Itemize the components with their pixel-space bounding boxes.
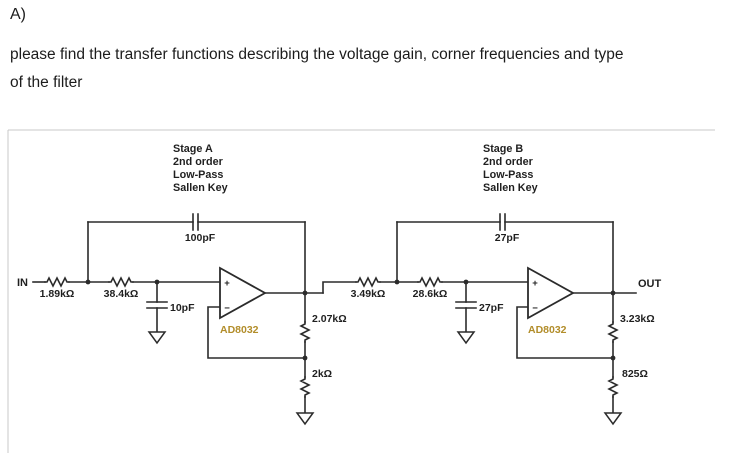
stage-a-feedback-cap-label: 100pF	[185, 232, 216, 244]
ground-symbol-a-divider	[295, 412, 315, 426]
stage-b-title-line1: Stage B	[483, 143, 523, 155]
stage-a-title-line2: 2nd order	[173, 156, 224, 168]
stage-b-title: Stage B 2nd order Low-Pass Sallen Key	[483, 143, 538, 194]
stage-a-title: Stage A 2nd order Low-Pass Sallen Key	[173, 143, 228, 194]
stage-a-opamp-label: AD8032	[220, 324, 259, 336]
section-label: A)	[10, 6, 26, 23]
diagram-frame	[7, 129, 715, 453]
resistor-symbol-b-r1	[355, 276, 381, 288]
resistor-symbol-b-fbbottom	[607, 376, 619, 398]
ground-symbol-b-divider	[603, 412, 623, 426]
resistor-symbol-a-fbtop	[299, 321, 311, 343]
stage-a-title-line1: Stage A	[173, 143, 213, 155]
stage-b-shunt-cap-label: 27pF	[479, 302, 504, 314]
output-label: OUT	[638, 278, 662, 290]
stage-b-feedback-cap-label: 27pF	[495, 232, 520, 244]
opamp-a-symbol: + −	[219, 266, 267, 320]
stage-b-title-line3: Low-Pass	[483, 169, 533, 181]
stage-b-title-line4: Sallen Key	[483, 182, 538, 194]
stage-a-shunt-cap-label: 10pF	[170, 302, 195, 314]
prompt-text: please find the transfer functions descr…	[10, 41, 722, 97]
stage-a-title-line4: Sallen Key	[173, 182, 228, 194]
resistor-symbol-b-r2	[417, 276, 443, 288]
opamp-a-plus-sign: +	[224, 278, 230, 289]
stage-b-fbbottom-resistor-label: 825Ω	[622, 368, 648, 380]
stage-a-r1-label: 1.89kΩ	[40, 288, 75, 300]
stage-a-fbbottom-resistor-label: 2kΩ	[312, 368, 332, 380]
resistor-symbol-a-fbbottom	[299, 376, 311, 398]
stage-a-fbtop-resistor-label: 2.07kΩ	[312, 313, 347, 325]
stage-b-fbtop-resistor-label: 3.23kΩ	[620, 313, 655, 325]
stage-b-title-line2: 2nd order	[483, 156, 534, 168]
input-label: IN	[17, 277, 28, 289]
opamp-a-minus-sign: −	[224, 303, 230, 314]
stage-a-title-line3: Low-Pass	[173, 169, 223, 181]
opamp-b-symbol: + −	[527, 266, 575, 320]
stage-a-r2-label: 38.4kΩ	[104, 288, 139, 300]
prompt-line-2: of the filter	[10, 74, 83, 91]
circuit-diagram: + − + − Stage A 2nd order Low-Pass Salle…	[7, 129, 715, 453]
prompt-line-1: please find the transfer functions descr…	[10, 46, 624, 63]
opamp-b-minus-sign: −	[532, 303, 538, 314]
stage-b-r1-label: 3.49kΩ	[351, 288, 386, 300]
stage-b-r2-label: 28.6kΩ	[413, 288, 448, 300]
junction-nodes	[85, 279, 616, 361]
ground-symbol-b-shunt	[456, 331, 476, 345]
resistor-symbol-a-r1	[44, 276, 70, 288]
resistor-symbol-b-fbtop	[607, 321, 619, 343]
ground-symbol-a-shunt	[147, 331, 167, 345]
opamp-b-plus-sign: +	[532, 278, 538, 289]
stage-b-opamp-label: AD8032	[528, 324, 567, 336]
capacitor-symbol-a-shunt	[146, 301, 168, 309]
resistor-symbol-a-r2	[108, 276, 134, 288]
capacitor-symbol-b-shunt	[455, 301, 477, 309]
